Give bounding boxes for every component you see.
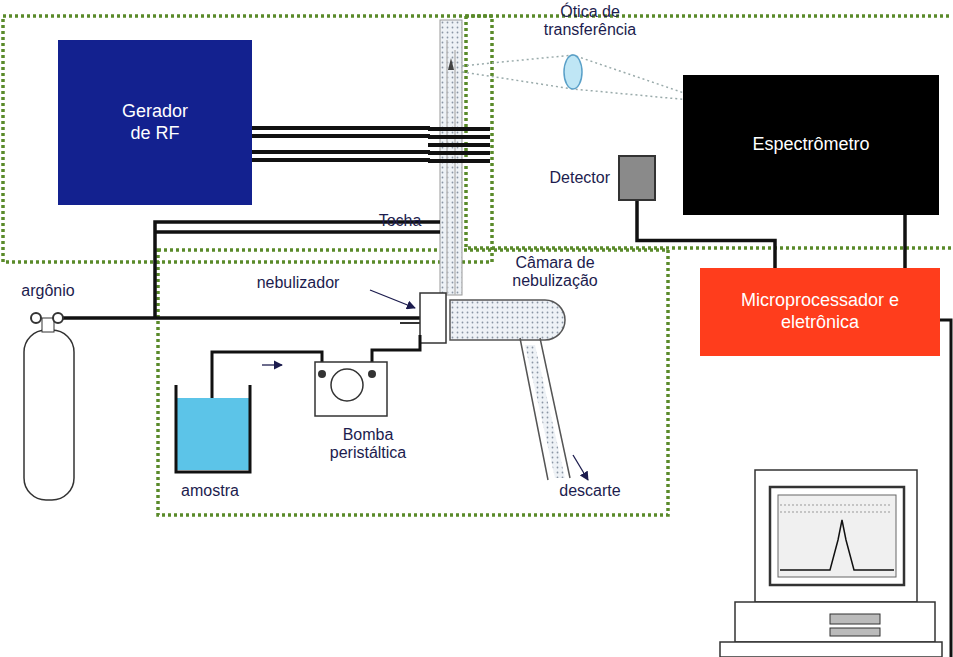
signal-wire bbox=[903, 215, 907, 268]
node-text: Gerador de RF bbox=[110, 101, 200, 144]
part-label: Bomba peristáltica bbox=[318, 426, 418, 463]
data-cable bbox=[940, 320, 951, 657]
gas-line bbox=[60, 222, 440, 318]
peristaltic-pump bbox=[315, 362, 387, 416]
node-text: Microprocessador e eletrônica bbox=[720, 290, 920, 333]
node-text: Detector bbox=[550, 168, 610, 187]
part-label: descarte bbox=[540, 482, 640, 500]
generator-box: Gerador de RF bbox=[58, 40, 252, 205]
transfer-optics bbox=[462, 55, 690, 100]
part-label: nebulizador bbox=[228, 274, 368, 292]
sample-beaker bbox=[176, 385, 250, 472]
processor-box: Microprocessador e eletrônica bbox=[700, 268, 940, 356]
detector-box: Detector bbox=[618, 155, 656, 201]
part-label: argônio bbox=[8, 282, 88, 300]
region-outline bbox=[3, 16, 951, 515]
flow-arrow bbox=[262, 364, 282, 365]
rf-cable bbox=[252, 128, 430, 160]
part-label: Tocha bbox=[370, 212, 430, 230]
part-label: Ótica de transferência bbox=[520, 3, 660, 40]
part-label: Câmara de nebulização bbox=[490, 254, 620, 291]
node-text: Espectrômetro bbox=[752, 134, 869, 156]
torch bbox=[428, 20, 490, 295]
spectrometer-box: Espectrômetro bbox=[683, 75, 939, 215]
computer bbox=[720, 470, 942, 657]
argon-cylinder bbox=[24, 313, 74, 500]
part-label: amostra bbox=[160, 482, 260, 500]
